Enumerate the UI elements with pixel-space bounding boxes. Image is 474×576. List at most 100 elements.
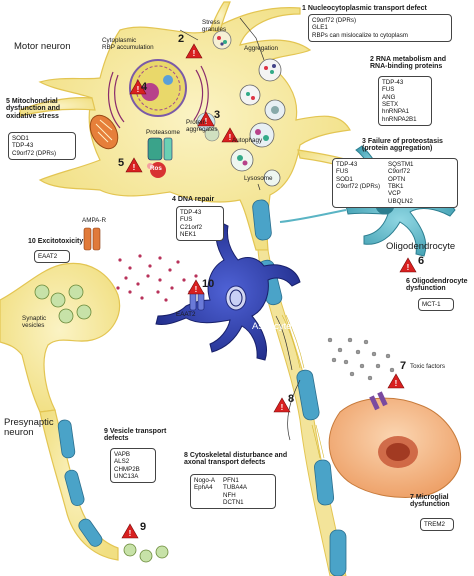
label-ampa-r: AMPA-R — [82, 217, 107, 224]
label-stress-granules: Stress granules — [202, 19, 227, 33]
presynaptic-terminal — [0, 262, 121, 561]
mechanism-8-title: 8 Cytoskeletal disturbance and axonal tr… — [184, 452, 288, 467]
mechanism-4-title: 4 DNA repair — [172, 196, 215, 203]
warning-triangle-3b: ! — [221, 127, 239, 143]
gene-item: SOD1 — [336, 175, 353, 183]
mechanism-10-title: 10 Excitotoxicity — [28, 238, 84, 245]
gene-item: FUS — [336, 168, 349, 176]
gene-item: TDP-43 — [336, 161, 358, 168]
mechanism-4-box: TDP-43 FUS C21orf2 NEK1 — [176, 206, 224, 242]
ampa-receptor — [83, 227, 101, 251]
gene-item: NEK1 — [180, 230, 197, 238]
stress-granules — [212, 30, 232, 50]
marker-3: 3 — [214, 109, 221, 121]
svg-text:!: ! — [195, 285, 198, 294]
gene-item: hnRNPA2B1 — [382, 115, 417, 123]
mechanism-5-box: SOD1 TDP-43 C9orf72 (DPRs) — [8, 132, 76, 160]
mitochondrion — [89, 114, 119, 150]
marker-10: 10 — [202, 278, 215, 290]
gene-item: TBK1 — [388, 182, 404, 190]
gene-item: FUS — [382, 86, 395, 94]
gene-item: C9orf72 (DPRs) — [12, 149, 57, 157]
label-oligodendrocyte: Oligodendrocyte — [386, 241, 456, 252]
mechanism-1-box: C9orf72 (DPRs) GLE1 RBPs can mislocalize… — [308, 14, 452, 42]
svg-text:!: ! — [281, 403, 284, 412]
motor-axon — [252, 199, 347, 576]
gene-item: TDP-43 — [12, 142, 34, 150]
label-protein-aggregates: Protein aggregates — [186, 119, 218, 133]
mechanism-8-box: Nogo-A EphA4 PFN1 TUBA4A NFH DCTN1 — [190, 474, 276, 510]
gene-item: TREM2 — [424, 521, 445, 528]
gene-item: TDP-43 — [180, 209, 202, 216]
leader-lines — [179, 17, 301, 441]
gene-item: FUS — [180, 216, 193, 224]
warning-triangle-4: ! — [129, 79, 147, 95]
svg-text:!: ! — [133, 163, 136, 172]
transport-vesicles — [123, 543, 169, 563]
gene-item: SETX — [382, 100, 399, 108]
marker-4: 4 — [141, 81, 148, 93]
gene-item: hnRNPA1 — [382, 108, 410, 116]
mechanism-2-box: TDP-43 FUS ANG SETX hnRNPA1 hnRNPA2B1 — [378, 76, 432, 126]
gene-item: EAAT2 — [38, 253, 58, 260]
autophagy-vesicles — [230, 148, 281, 187]
warning-triangle-7: ! — [387, 373, 405, 389]
warning-triangle-6: ! — [399, 257, 417, 273]
label-presynaptic-neuron: Presynaptic neuron — [4, 417, 54, 438]
glutamate-molecules — [116, 254, 198, 302]
mechanism-9-title: 9 Vesicle transport defects — [104, 428, 167, 443]
gene-item: C21orf2 — [180, 223, 203, 231]
label-autophagy: Autophagy — [232, 137, 263, 144]
svg-text:!: ! — [229, 133, 232, 142]
mechanism-3-title: 3 Failure of proteostasis (protein aggre… — [362, 138, 443, 153]
label-eaat2: EAAT2 — [176, 311, 196, 318]
mechanism-6-box: MCT-1 — [418, 298, 454, 312]
svg-text:!: ! — [395, 379, 398, 388]
aggregation-cluster — [239, 58, 286, 148]
mechanism-7-title: 7 Microglial dysfunction — [410, 494, 450, 509]
gene-item: Nogo-A — [194, 477, 215, 484]
warning-triangle-8: ! — [273, 397, 291, 413]
gene-item: RBPs can mislocalize to cytoplasm — [312, 31, 408, 39]
gene-item: VCP — [388, 190, 401, 198]
warning-triangle-10: ! — [187, 279, 205, 295]
gene-item: TUBA4A — [222, 484, 248, 492]
synaptic-vesicles-group — [34, 284, 92, 324]
gene-item: PFN1 — [222, 477, 239, 484]
mechanism-9-box: VAPB ALS2 CHMP2B UNC13A — [110, 448, 156, 484]
marker-9: 9 — [140, 521, 147, 533]
label-toxic-factors: Toxic factors — [410, 363, 445, 370]
gene-item: GLE1 — [312, 24, 328, 32]
gene-item: MCT-1 — [422, 301, 441, 308]
label-astrocyte: Astrocyte — [252, 321, 292, 332]
warning-triangle-2: ! — [185, 43, 203, 59]
presynaptic-myelin — [57, 419, 103, 547]
label-ros: Ros — [150, 165, 162, 172]
gene-item: SOD1 — [12, 135, 29, 142]
svg-text:!: ! — [129, 529, 132, 538]
svg-text:!: ! — [193, 49, 196, 58]
svg-text:!: ! — [407, 263, 410, 272]
mechanism-1-title: 1 Nucleocytoplasmic transport defect — [302, 5, 427, 12]
marker-8: 8 — [288, 393, 295, 405]
mechanism-5-title: 5 Mitochondrial dysfunction and oxidativ… — [6, 98, 61, 120]
mechanism-2-title: 2 RNA metabolism and RNA-binding protein… — [370, 56, 446, 71]
label-aggregation: Aggregation — [244, 45, 278, 52]
mechanism-3-box: TDP-43 FUS SOD1 C9orf72 (DPRs) SQSTM1 C9… — [332, 158, 458, 208]
mechanism-6-title: 6 Oligodendrocyte dysfunction — [406, 278, 468, 293]
mechanism-7-box: TREM2 — [420, 518, 454, 532]
gene-item: ALS2 — [114, 458, 130, 466]
gene-item: UBQLN2 — [388, 197, 413, 205]
gene-item: EphA4 — [194, 484, 213, 492]
gene-item: C9orf72 — [388, 168, 411, 176]
gene-item: ANG — [382, 93, 396, 101]
nucleus — [129, 59, 187, 117]
oligodendrocyte-process — [279, 209, 347, 223]
marker-7: 7 — [400, 360, 407, 372]
warning-triangle-9: ! — [121, 523, 139, 539]
marker-5: 5 — [118, 157, 125, 169]
gene-item: VAPB — [114, 451, 131, 458]
proteasome-complex — [147, 112, 220, 161]
gene-item: TDP-43 — [382, 79, 404, 86]
